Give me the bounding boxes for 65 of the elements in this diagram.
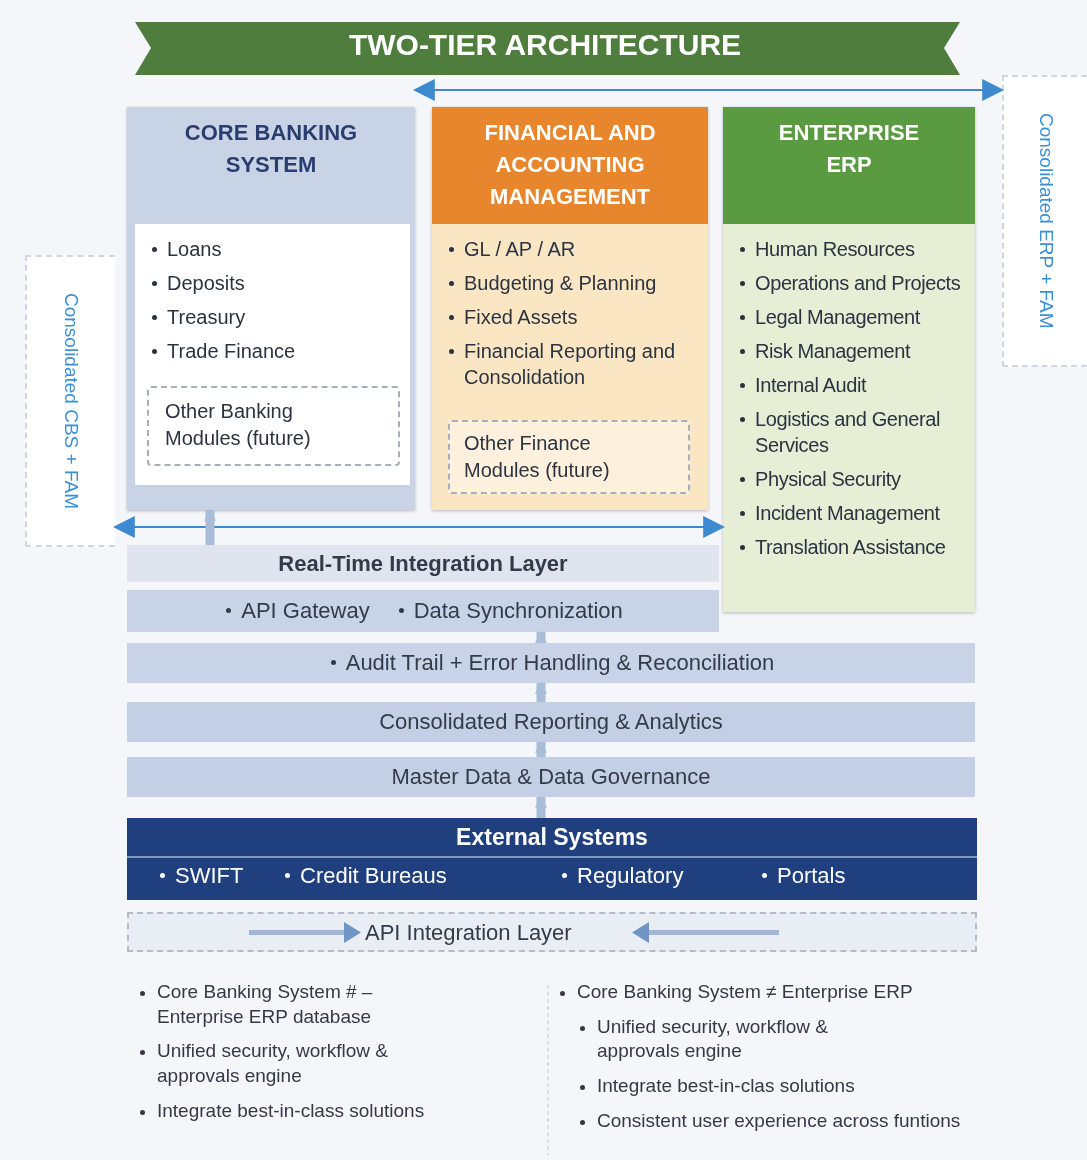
- layer-heading: External Systems: [455, 824, 649, 851]
- layer-text: Master Data & Data Governance: [391, 764, 711, 790]
- up-arrow: [535, 740, 547, 757]
- module-text: Other Finance Modules (future): [464, 431, 611, 483]
- layer-text: Audit Trail + Error Handling & Reconciliation: [327, 650, 775, 676]
- list-item: Financial Reporting and Consolidation: [446, 338, 702, 390]
- layer-band: [127, 818, 977, 900]
- note-text: Unified security, workflow & approvals engine: [135, 1039, 447, 1089]
- note-text: Consistent user experience across funtions: [575, 1108, 997, 1134]
- note-text: Core Banking System ≠ Enterprise ERP: [555, 980, 1025, 1005]
- layer-band: [127, 590, 719, 632]
- list-item: Fixed Assets: [446, 304, 702, 330]
- card-heading: FINANCIAL AND ACCOUNTING MANAGEMENT: [483, 119, 657, 211]
- vertical-label: Consolidated CBS + FAM: [60, 293, 82, 509]
- list-item: Internal Audit: [737, 372, 969, 398]
- module-card: [127, 107, 415, 510]
- list-item: Physical Security: [737, 466, 969, 492]
- list-item: GL / AP / AR: [446, 236, 702, 262]
- up-arrow: [535, 681, 547, 702]
- system-name: SWIFT: [157, 863, 244, 889]
- card-heading: CORE BANKING SYSTEM: [183, 119, 359, 179]
- list-item: Deposits: [149, 270, 404, 296]
- module-card: [723, 107, 975, 612]
- double-arrow: [112, 516, 726, 538]
- list-item: Risk Management: [737, 338, 969, 364]
- layer-text: Data Synchronization: [395, 598, 623, 624]
- module-card: [432, 107, 708, 510]
- note-text: Integrate best-in-clas solutions: [575, 1074, 997, 1099]
- layer-band: [127, 643, 975, 683]
- system-name: Regulatory: [559, 863, 684, 889]
- layer-text: Real-Time Integration Layer: [278, 550, 568, 577]
- up-arrow: [204, 508, 216, 545]
- module-text: Other Banking Modules (future): [165, 399, 312, 451]
- up-arrow: [535, 630, 547, 643]
- list-item: Human Resources: [737, 236, 969, 262]
- up-arrow: [535, 795, 547, 818]
- list-item: Operations and Projects: [737, 270, 969, 296]
- list-item: Incident Management: [737, 500, 969, 526]
- note-text: Integrate best-in-class solutions: [135, 1098, 447, 1124]
- double-arrow: [412, 79, 1005, 101]
- layer-text: API Integration Layer: [365, 920, 572, 946]
- list-item: Trade Finance: [149, 338, 404, 364]
- vertical-label: Consolidated ERP + FAM: [1034, 113, 1057, 329]
- dashed-box: [147, 386, 400, 466]
- layer-band: [127, 757, 975, 797]
- card-heading: ENTERPRISE ERP: [777, 119, 921, 179]
- dashed-band: [127, 912, 977, 952]
- list-item: Legal Management: [737, 304, 969, 330]
- system-name: Portals: [759, 863, 846, 889]
- list-item: Logistics and General Services: [737, 406, 969, 458]
- diagram-title: TWO-TIER ARCHITECTURE: [347, 28, 743, 62]
- list-item: Budgeting & Planning: [446, 270, 702, 296]
- list-item: Treasury: [149, 304, 404, 330]
- layer-text: Consolidated Reporting & Analytics: [379, 709, 723, 735]
- note-text: Unified security, workflow & approvals engine: [575, 1014, 847, 1065]
- system-name: Credit Bureaus: [282, 863, 447, 889]
- layer-band: [127, 545, 719, 582]
- layer-text: API Gateway: [223, 598, 370, 624]
- list-item: Loans: [149, 236, 404, 262]
- dashed-box: [448, 420, 690, 494]
- note-text: Core Banking System # – Enterprise ERP database: [135, 980, 457, 1030]
- layer-band: [127, 702, 975, 742]
- dashed-box: [1002, 75, 1087, 367]
- dashed-box: [25, 255, 115, 547]
- list-item: Translation Assistance: [737, 534, 969, 560]
